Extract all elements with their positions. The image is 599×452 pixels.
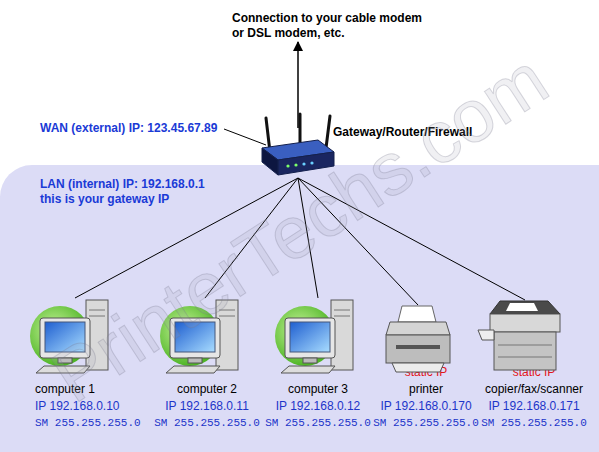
- device-name: printer: [409, 381, 443, 398]
- uplink-arrow: [297, 42, 299, 128]
- router-side: [262, 148, 278, 175]
- router-top: [262, 140, 334, 160]
- paper-sheet: [398, 306, 436, 322]
- printer-icon: [386, 306, 450, 372]
- printer-top: [386, 322, 450, 335]
- output-tray: [392, 363, 444, 372]
- status-light: [310, 161, 313, 164]
- uplink-note: Connection to your cable modem or DSL mo…: [160, 10, 436, 42]
- copier: static IPcopier/fax/scannerIP 192.168.0.…: [480, 300, 588, 432]
- device-name: computer 2: [177, 381, 237, 398]
- drawer-line: [498, 345, 552, 346]
- computer: computer 3IP 192.168.0.12SM 255.255.255.…: [264, 298, 372, 432]
- subnet-mask: SM 255.255.255.0: [481, 415, 587, 432]
- document-sheet: [506, 303, 538, 311]
- uplink-text: Connection to your cable modem or DSL mo…: [232, 11, 430, 41]
- copier-body: [494, 332, 556, 370]
- copier-icon: [478, 301, 560, 370]
- copier-lid: [490, 301, 560, 314]
- antenna: [266, 118, 270, 152]
- ip-address: IP 192.168.0.170: [380, 398, 471, 415]
- antenna: [326, 116, 330, 148]
- subnet-mask: SM 255.255.255.0: [265, 415, 371, 432]
- printer-body: [386, 335, 450, 363]
- paper-slot: [396, 345, 440, 349]
- ip-address: IP 192.168.0.12: [276, 398, 361, 415]
- status-light: [286, 164, 289, 167]
- scanner-body: [490, 314, 560, 332]
- printer: static IPprinterIP 192.168.0.170SM 255.2…: [372, 305, 480, 432]
- output-tray: [478, 330, 494, 340]
- computer-icon: [275, 300, 353, 373]
- wan-ip-label: WAN (external) IP: 123.45.67.89: [40, 121, 217, 136]
- subnet-mask: SM 255.255.255.0: [35, 415, 141, 432]
- subnet-mask: SM 255.255.255.0: [154, 415, 260, 432]
- static-ip-tag: static IP: [513, 364, 556, 381]
- subnet-mask: SM 255.255.255.0: [373, 415, 479, 432]
- lan-ip-note: LAN (internal) IP: 192.168.0.1 this is y…: [40, 177, 215, 207]
- drawer-line: [498, 357, 552, 358]
- ip-address: IP 192.168.0.171: [488, 398, 579, 415]
- ip-address: IP 192.168.0.11: [165, 398, 249, 415]
- leader-line: [224, 129, 266, 145]
- static-ip-tag: static IP: [405, 364, 448, 381]
- status-light: [294, 163, 297, 166]
- watermark: PrinterTechs.com: [39, 39, 562, 417]
- device-name: copier/fax/scanner: [485, 381, 583, 398]
- device-name: computer 3: [288, 381, 348, 398]
- antenna: [299, 114, 302, 144]
- status-light: [302, 162, 305, 165]
